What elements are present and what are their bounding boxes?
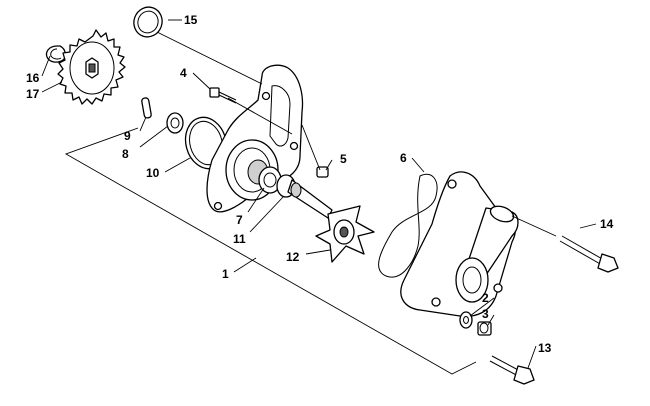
callout-15: 15 (184, 13, 198, 27)
washer-2 (459, 311, 473, 329)
pump-cover (400, 171, 519, 318)
callout-4: 4 (180, 66, 187, 80)
callout-17: 17 (26, 87, 40, 101)
callout-6: 6 (400, 151, 407, 165)
callout-8: 8 (122, 147, 129, 161)
gasket-6 (378, 173, 438, 278)
sprocket-17 (57, 29, 126, 105)
bolt-14 (559, 235, 619, 273)
callout-7: 7 (236, 213, 243, 227)
shaft-11 (276, 174, 333, 219)
washer-8 (166, 112, 184, 134)
callout-9: 9 (124, 129, 131, 143)
plug-5 (316, 166, 329, 178)
callout-11: 11 (233, 232, 246, 246)
callout-10: 10 (146, 166, 160, 180)
callout-1: 1 (222, 267, 229, 281)
bolt-3 (477, 321, 492, 336)
leader-lines (41, 19, 597, 369)
o-ring-15 (133, 6, 163, 38)
impeller-12 (315, 205, 375, 263)
callout-12: 12 (286, 250, 300, 264)
snap-ring-16 (45, 45, 67, 63)
callout-13: 13 (538, 341, 552, 355)
seal-7 (258, 166, 282, 194)
callout-5: 5 (340, 152, 347, 166)
callout-3: 3 (482, 307, 489, 321)
callout-14: 14 (600, 217, 614, 231)
assembly-bracket (64, 127, 477, 375)
pump-housing (206, 64, 304, 213)
callout-labels: 1 2 3 4 5 6 7 8 9 10 11 12 13 14 15 16 1… (26, 13, 614, 355)
bolt-4 (209, 87, 237, 104)
dowel-pin-9 (141, 97, 152, 119)
callout-16: 16 (26, 71, 40, 85)
callout-2: 2 (482, 291, 489, 305)
bolt-13 (489, 355, 535, 385)
